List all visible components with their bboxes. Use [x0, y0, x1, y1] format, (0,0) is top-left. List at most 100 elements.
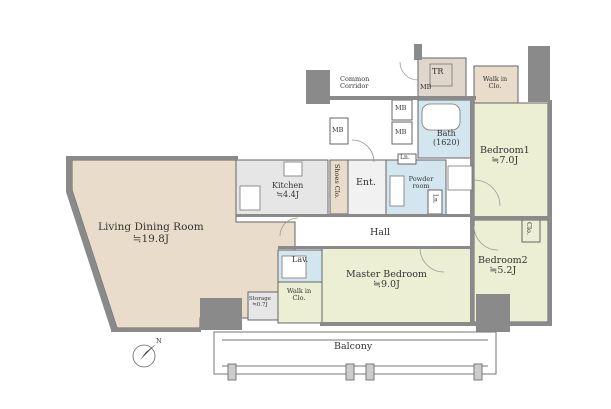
washbasin — [281, 255, 307, 279]
lav-label: Lav. — [292, 255, 309, 265]
storage-floor — [247, 291, 279, 321]
walkin1-floor — [473, 65, 519, 104]
living-room-label: Living Dining Room ≒19.8J — [98, 221, 204, 245]
master-bedroom-name: Master Bedroom — [346, 269, 427, 280]
balcony-post-2 — [345, 363, 355, 381]
bedroom1-area: ≒7.0J — [491, 155, 519, 167]
bedroom2-label: Bedroom2 ≒5.2J — [478, 255, 528, 277]
column-corridor — [306, 70, 330, 104]
master-bedroom-area: ≒9.0J — [373, 279, 400, 291]
wall-living-bottom — [111, 328, 201, 332]
floors — [71, 57, 549, 329]
linen1-name: Ln. — [400, 154, 410, 161]
bath-size: (1620) — [433, 137, 460, 147]
door-main — [351, 139, 375, 163]
kitchen-sink — [239, 185, 261, 211]
fixtures — [239, 63, 473, 279]
walkin1-name: Walk in Clo. — [482, 75, 508, 91]
bedroom1-label: Bedroom1 ≒7.0J — [480, 145, 530, 167]
walkin2-name: Walk in Clo. — [286, 287, 312, 303]
compass-north: N — [156, 337, 162, 345]
closet-label: Clo. — [525, 222, 533, 235]
doors — [279, 61, 501, 273]
mb1-name: MB — [395, 104, 407, 112]
bath-label: Bath (1620) — [433, 129, 460, 148]
walkin2-floor — [277, 281, 323, 324]
mb-floor-c — [329, 117, 349, 145]
lav-name: Lav. — [292, 255, 309, 264]
mb2-name: MB — [395, 128, 407, 136]
mb3-name: MB — [332, 126, 344, 134]
balcony-outline — [213, 331, 497, 375]
column-bottom-right — [476, 294, 510, 332]
powder-basin — [389, 175, 405, 207]
wall-top-core — [330, 96, 476, 100]
column-top-right — [528, 46, 550, 102]
mb-floor-b — [391, 121, 413, 145]
kitchen-label: Kitchen ≒4.4J — [272, 181, 304, 200]
walls — [66, 44, 552, 332]
powder-room-name: Powder room — [408, 175, 434, 191]
mb3-label: MB — [332, 126, 344, 134]
door-kitchen — [279, 217, 299, 237]
tr-floor — [417, 57, 467, 99]
balcony-post-3 — [365, 363, 375, 381]
shoes-closet-name: Shoes Clo. — [333, 164, 342, 199]
bathtub — [421, 103, 461, 131]
linen2-name: Ln. — [431, 194, 439, 204]
walkin2-label: Walk in Clo. — [282, 287, 316, 303]
mb2-label: MB — [395, 128, 407, 136]
balcony-post-4 — [473, 363, 483, 381]
wall-bed-divider — [474, 216, 550, 220]
bedroom2-name: Bedroom2 — [478, 255, 528, 266]
tr-label: TR — [432, 67, 444, 77]
kitchen-name: Kitchen — [272, 181, 304, 190]
bedroom2-area: ≒5.2J — [489, 265, 517, 277]
living-room-name: Living Dining Room — [98, 221, 204, 233]
door-master — [419, 247, 445, 273]
wall-right — [548, 100, 552, 326]
wall-hall-top — [236, 214, 472, 217]
door-bedroom1 — [473, 179, 501, 207]
linen2-label: Ln. — [431, 194, 439, 204]
compass-label: N — [156, 337, 162, 345]
mb4-name: MB — [420, 83, 432, 91]
shoes-closet-label: Shoes Clo. — [333, 164, 342, 199]
door-bedroom2 — [473, 225, 499, 251]
wall-living-diagonal — [66, 156, 117, 330]
balcony-post-1 — [227, 363, 237, 381]
column-bottom-left — [200, 298, 242, 330]
toilet — [429, 63, 453, 87]
walkin1-label: Walk in Clo. — [478, 75, 512, 91]
storage-label: Storage ≒0.7J — [249, 296, 271, 308]
column-top — [414, 44, 422, 60]
balcony-name: Balcony — [334, 341, 373, 352]
linen1-label: Ln. — [400, 154, 410, 162]
ln1-floor — [397, 153, 417, 165]
living-room-area: ≒19.8J — [132, 232, 170, 245]
wall-mid — [470, 100, 474, 326]
entrance-label: Ent. — [356, 177, 376, 188]
compass-circle — [132, 344, 156, 368]
washer — [447, 165, 473, 191]
storage-name: Storage — [249, 296, 271, 302]
common-corridor-text: Common Corridor — [340, 75, 370, 91]
door-tr — [399, 61, 419, 81]
balcony-label: Balcony — [334, 341, 373, 352]
wall-hall-bottom — [278, 246, 474, 249]
compass — [132, 344, 156, 368]
entrance-floor — [347, 159, 387, 217]
compass-needle — [134, 344, 156, 366]
wall-bottom-east — [320, 322, 550, 326]
powder-room-label: Powder room — [404, 175, 438, 191]
bedroom1-floor — [473, 102, 549, 219]
bedroom1-name: Bedroom1 — [480, 145, 530, 156]
master-bedroom-label: Master Bedroom ≒9.0J — [346, 269, 427, 291]
hall-name: Hall — [370, 227, 391, 238]
tr-name: TR — [432, 67, 444, 76]
balcony-structure — [213, 331, 497, 381]
wall-living-top — [72, 156, 238, 160]
storage-area: ≒0.7J — [252, 302, 268, 309]
common-corridor-label: Common Corridor — [340, 75, 386, 91]
